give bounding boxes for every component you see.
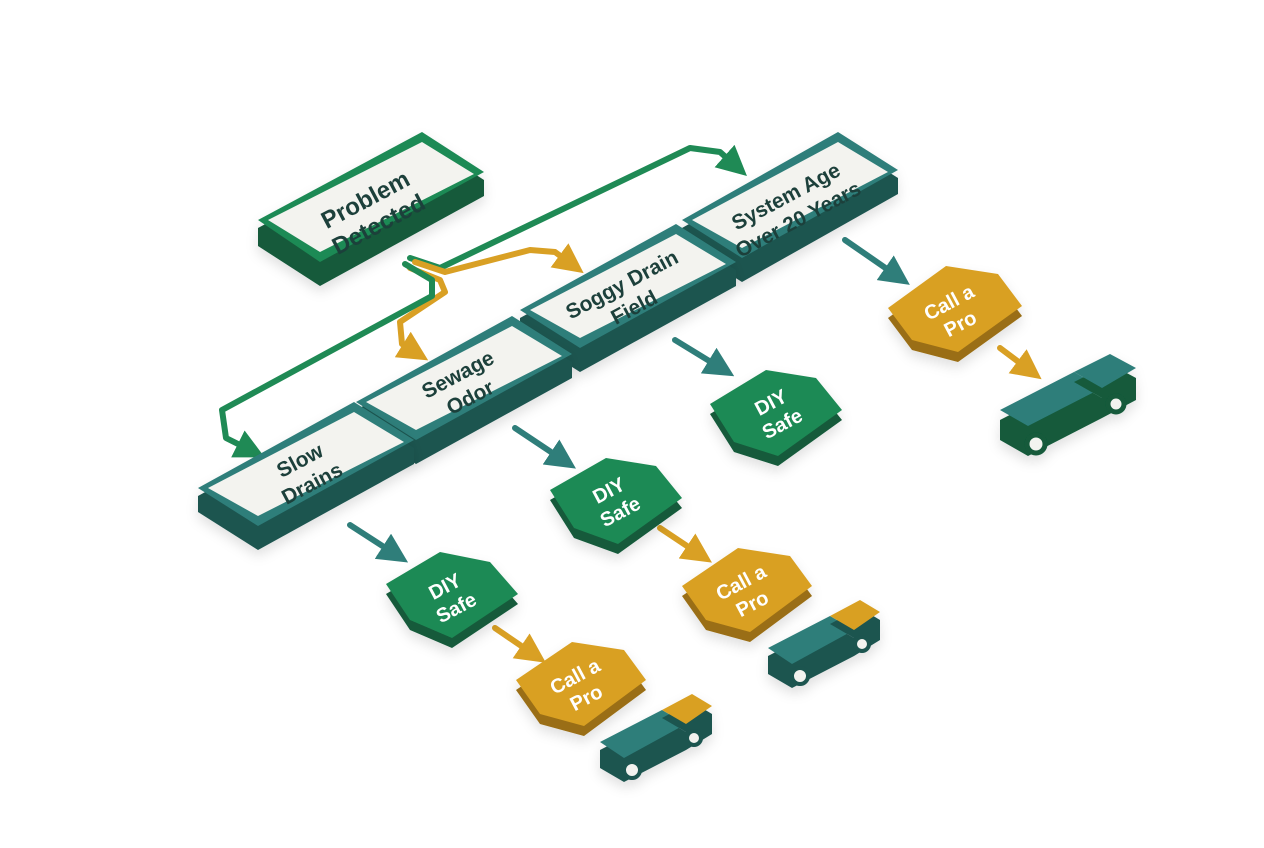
outcome-call-pro-2: Call a Pro xyxy=(682,548,812,642)
outcome-call-pro-1: Call a Pro xyxy=(516,642,646,736)
connector-problem-to-soggy-field xyxy=(412,243,584,275)
truck-icon xyxy=(600,694,712,782)
connector-diy1-to-pro xyxy=(492,625,546,663)
node-soggy-drain-field: Soggy Drain Field xyxy=(520,224,736,372)
outcome-diy-safe-1: DIY Safe xyxy=(386,552,518,648)
connector-soggy-field-to-diy xyxy=(672,337,735,377)
connector-sewage-odor-to-diy xyxy=(512,425,576,469)
connector-problem-to-sewage-odor xyxy=(394,265,448,361)
outcome-call-pro-3: Call a Pro xyxy=(888,266,1022,362)
connector-slow-drains-to-diy xyxy=(347,522,409,563)
node-problem-detected: Problem Detected xyxy=(258,132,484,286)
outcome-diy-safe-3: DIY Safe xyxy=(710,370,842,466)
outcome-diy-safe-2: DIY Safe xyxy=(550,458,682,554)
connector-system-age-to-pro xyxy=(842,237,910,285)
node-sewage-odor: Sewage Odor xyxy=(356,316,572,464)
truck-icon xyxy=(768,600,880,688)
connector-problem-to-slow-drains xyxy=(219,261,435,458)
connector-system-pro-to-truck xyxy=(997,345,1042,380)
node-slow-drains: Slow Drains xyxy=(198,402,414,550)
connectors xyxy=(219,144,1042,663)
truck-icon xyxy=(1000,354,1136,456)
connector-diy2-to-pro xyxy=(657,525,712,563)
